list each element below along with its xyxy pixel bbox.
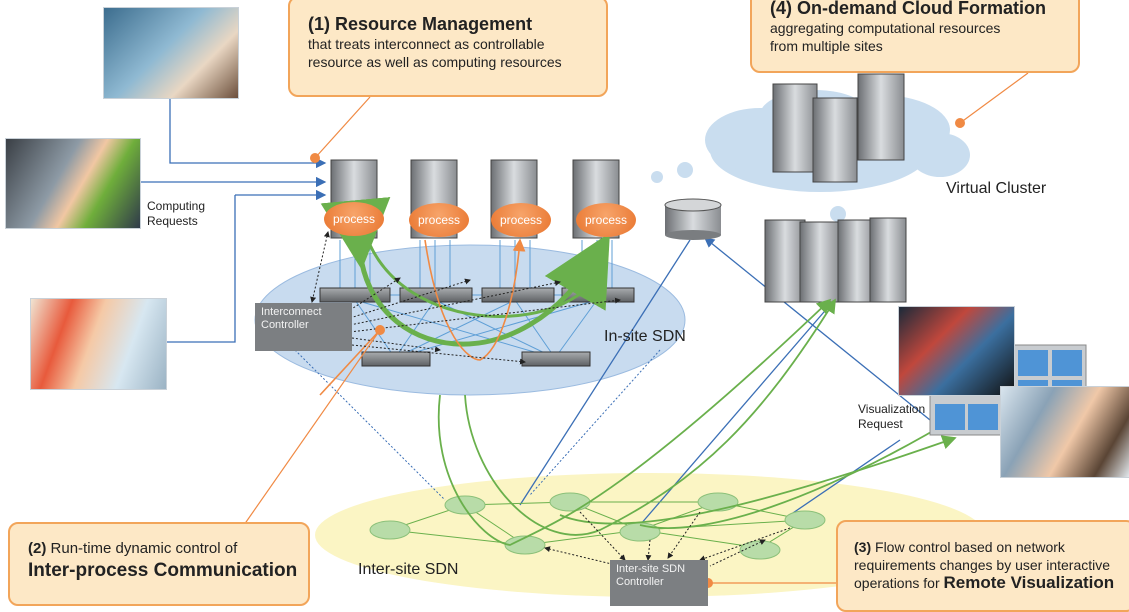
callout-2-number: (2) — [28, 540, 47, 557]
callout-1-title: Resource Management — [335, 14, 533, 34]
callout-2-line1: Run-time dynamic control of — [50, 540, 238, 557]
inter-site-sdn-label: Inter-site SDN — [358, 561, 459, 578]
photo-visualization-users — [1000, 386, 1129, 478]
photo-visualization-room — [898, 306, 1015, 396]
process-node-4: process — [576, 203, 636, 237]
callout-2-title: Inter-process Communication — [28, 560, 298, 581]
callout-inter-process-communication: (2) Run-time dynamic control of Inter-pr… — [8, 522, 310, 606]
callout-4-line1: aggregating computational resources — [770, 20, 1001, 36]
callout-1-number: (1) — [308, 14, 330, 34]
virtual-cluster-servers — [764, 73, 907, 303]
callout-resource-management: (1) Resource Management that treats inte… — [288, 0, 608, 97]
process-node-1: process — [324, 202, 384, 236]
callout-remote-visualization: (3) Flow control based on network requir… — [836, 520, 1129, 612]
virtual-cluster-label: Virtual Cluster — [946, 180, 1047, 197]
callout-4-title: On-demand Cloud Formation — [797, 0, 1047, 18]
process-node-2: process — [409, 203, 469, 237]
storage-icon — [664, 198, 722, 240]
process-node-3: process — [491, 203, 551, 237]
callout-1-line1: that treats interconnect as controllable — [308, 36, 545, 52]
callout-3-line3: operations for — [854, 575, 940, 591]
inter-site-sdn-controller: Inter-site SDN Controller — [610, 560, 708, 606]
visualization-request-label: Visualization Request — [858, 402, 926, 431]
photo-users-top — [103, 7, 239, 99]
in-site-sdn-label: In-site SDN — [604, 328, 686, 345]
interconnect-controller: Interconnect Controller — [255, 303, 352, 351]
photo-users-middle — [5, 138, 141, 229]
callout-3-title: Remote Visualization — [943, 573, 1115, 592]
computing-requests-label: Computing Requests — [147, 199, 206, 228]
callout-cloud-formation: (4) On-demand Cloud Formation aggregatin… — [750, 0, 1080, 73]
photo-users-bottom — [30, 298, 167, 390]
callout-1-line2: resource as well as computing resources — [308, 54, 562, 70]
callout-3-line1: Flow control based on network — [875, 539, 1065, 555]
callout-4-number: (4) — [770, 0, 792, 18]
callout-3-line2: requirements changes by user interactive — [854, 557, 1111, 573]
callout-3-number: (3) — [854, 539, 872, 555]
callout-4-line2: from multiple sites — [770, 38, 883, 54]
